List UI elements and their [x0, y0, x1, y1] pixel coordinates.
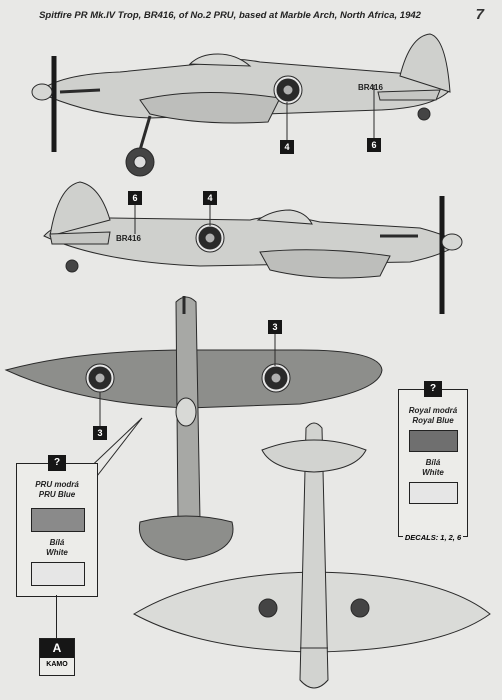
- label-white-cz: Bílá: [49, 538, 65, 547]
- legend-royal-blue: ? Royal modrá Royal Blue Bílá White DECA…: [398, 381, 468, 542]
- serial-bottom: BR416: [116, 234, 141, 243]
- kamo-letter: A: [40, 639, 74, 658]
- top-planform: [4, 296, 383, 561]
- kamo-text: KAMO: [46, 661, 68, 668]
- legend-connector: [56, 595, 58, 638]
- label-white-cz: Bílá: [425, 458, 441, 467]
- marker-6-mid: 6: [128, 191, 142, 205]
- label-royal-en: Royal Blue: [412, 416, 454, 425]
- page-number: 7: [475, 6, 484, 23]
- kamo-tag: A KAMO: [39, 638, 75, 676]
- swatch-royal-blue: [409, 430, 458, 452]
- label-pru-en: PRU Blue: [38, 490, 76, 499]
- serial-top: BR416: [358, 83, 383, 92]
- bottom-planform: [132, 422, 491, 689]
- label-royal-cz: Royal modrá: [408, 406, 458, 415]
- marker-6-top: 6: [367, 138, 381, 152]
- swatch-white: [409, 482, 458, 504]
- profile-right-facing: [43, 181, 463, 314]
- legend-question-badge: ?: [48, 455, 66, 471]
- marker-4-top: 4: [280, 140, 294, 154]
- decals-note: DECALS: 1, 2, 6: [402, 533, 464, 542]
- label-pru-cz: PRU modrá: [35, 480, 79, 489]
- aircraft-caption: Spitfire PR Mk.IV Trop, BR416, of No.2 P…: [39, 10, 421, 21]
- label-white-en: White: [46, 548, 68, 557]
- marker-3-right: 3: [268, 320, 282, 334]
- legend-pru-blue: ? PRU modrá PRU Blue Bílá White: [16, 455, 98, 597]
- profile-left-facing: [31, 33, 451, 177]
- legend-question-badge: ?: [424, 381, 442, 397]
- swatch-pru-blue: [31, 508, 85, 532]
- label-white-en: White: [422, 468, 444, 477]
- marker-3-left: 3: [93, 426, 107, 440]
- marker-4-mid: 4: [203, 191, 217, 205]
- swatch-white: [31, 562, 85, 586]
